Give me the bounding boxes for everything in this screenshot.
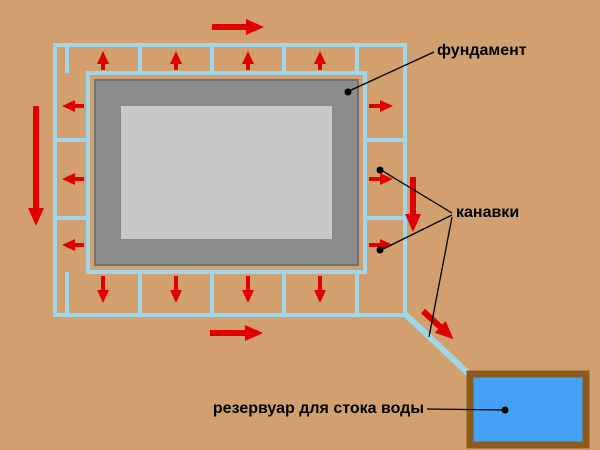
drain-channel bbox=[402, 311, 474, 379]
leader-line-channels bbox=[380, 214, 453, 251]
leader-line-foundation bbox=[348, 51, 435, 92]
flow-arrows-big bbox=[28, 19, 454, 341]
leader-line-channels bbox=[428, 216, 453, 338]
flow-arrow-big-diagonal bbox=[420, 308, 454, 340]
leader-line-channels bbox=[380, 169, 453, 214]
label-reservoir: резервуар для стока воды bbox=[212, 400, 424, 417]
callout-dot-reservoir bbox=[501, 406, 509, 414]
callout-dot-channel bbox=[376, 246, 384, 254]
callout-dot-channel bbox=[376, 166, 384, 174]
leader-line-reservoir bbox=[426, 408, 506, 411]
channel-rungs bbox=[55, 45, 405, 315]
inner-channel-ring bbox=[86, 71, 367, 274]
callout-dot-foundation bbox=[344, 88, 352, 96]
label-channels: канавки bbox=[456, 204, 520, 221]
callouts bbox=[344, 51, 509, 414]
foundation-core bbox=[121, 106, 332, 239]
label-foundation: фундамент bbox=[437, 42, 527, 59]
flow-arrows-small bbox=[62, 51, 393, 303]
outer-channel-ring bbox=[53, 43, 407, 317]
